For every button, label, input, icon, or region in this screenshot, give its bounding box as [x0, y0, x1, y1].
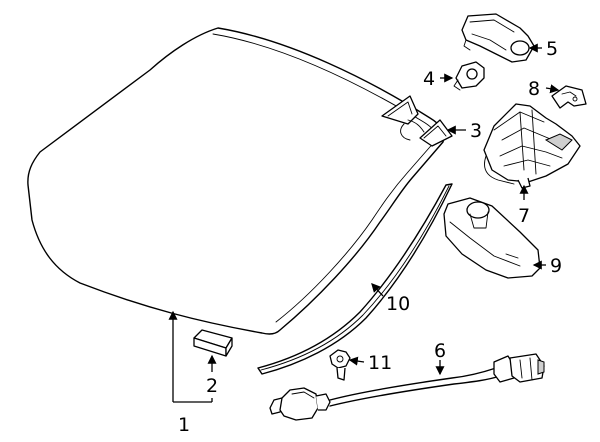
callout-1: 1	[178, 414, 190, 436]
camera-bracket	[461, 13, 535, 63]
retaining-clip	[329, 349, 351, 381]
callout-7: 7	[518, 205, 530, 227]
callout-4: 4	[423, 68, 435, 90]
camera-housing	[483, 103, 581, 189]
moulding-strip	[257, 183, 453, 375]
mounting-plate	[551, 85, 587, 109]
camera-cable-assembly	[269, 353, 545, 421]
callout-11: 11	[368, 352, 392, 374]
sensor-cover	[381, 95, 453, 147]
callout-2: 2	[206, 375, 218, 397]
callout-8: 8	[528, 78, 540, 100]
callout-6: 6	[434, 340, 446, 362]
rain-sensor	[453, 61, 485, 91]
leader-lines	[168, 43, 560, 403]
windshield-glass	[27, 27, 445, 335]
callout-9: 9	[550, 255, 562, 277]
spacer-block	[193, 329, 233, 357]
callout-10: 10	[386, 293, 410, 315]
callout-3: 3	[470, 120, 482, 142]
mirror-cover	[443, 197, 541, 279]
callout-5: 5	[546, 38, 558, 60]
